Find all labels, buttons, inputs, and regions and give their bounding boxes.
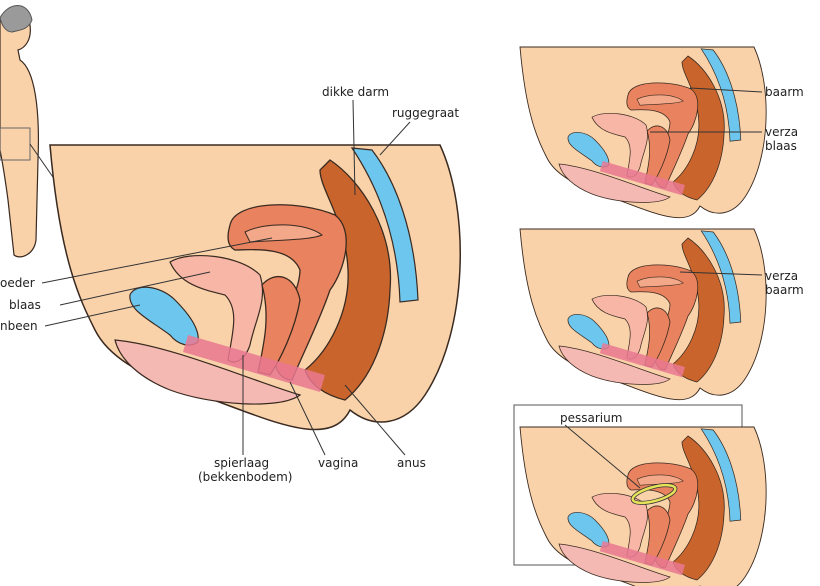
label-ruggegraat: ruggegraat [392,106,459,120]
panel-pessary: pessarium [513,404,767,586]
main-leader-lines [41,99,411,456]
panel-prolapsed-uterus: verza baarm [519,228,804,401]
label-baarmoeder: oeder [0,276,35,290]
main-pelvis-diagram [49,144,461,431]
label-blaas-1: blaas [765,139,797,153]
label-pessarium: pessarium [560,411,622,425]
panel-normal: baarm verza blaas [519,46,804,219]
pessary-ring [631,483,677,505]
label-verzakte-1: verza [765,125,798,139]
label-baarmoeder-2: baarm [765,283,804,297]
label-verzakte-2: verza [765,269,798,283]
label-vagina: vagina [318,456,358,470]
label-dikke-darm: dikke darm [322,85,389,99]
label-spierlaag: spierlaag [214,456,269,470]
main-labels: dikke darm ruggegraat oeder blaas nbeen … [0,85,459,484]
person-figure [0,5,56,258]
label-blaas: blaas [9,298,41,312]
label-baarmoeder-1: baarm [765,85,804,99]
label-schaambeen: nbeen [0,319,38,333]
label-bekkenbodem: (bekkenbodem) [198,470,292,484]
label-anus: anus [397,456,426,470]
